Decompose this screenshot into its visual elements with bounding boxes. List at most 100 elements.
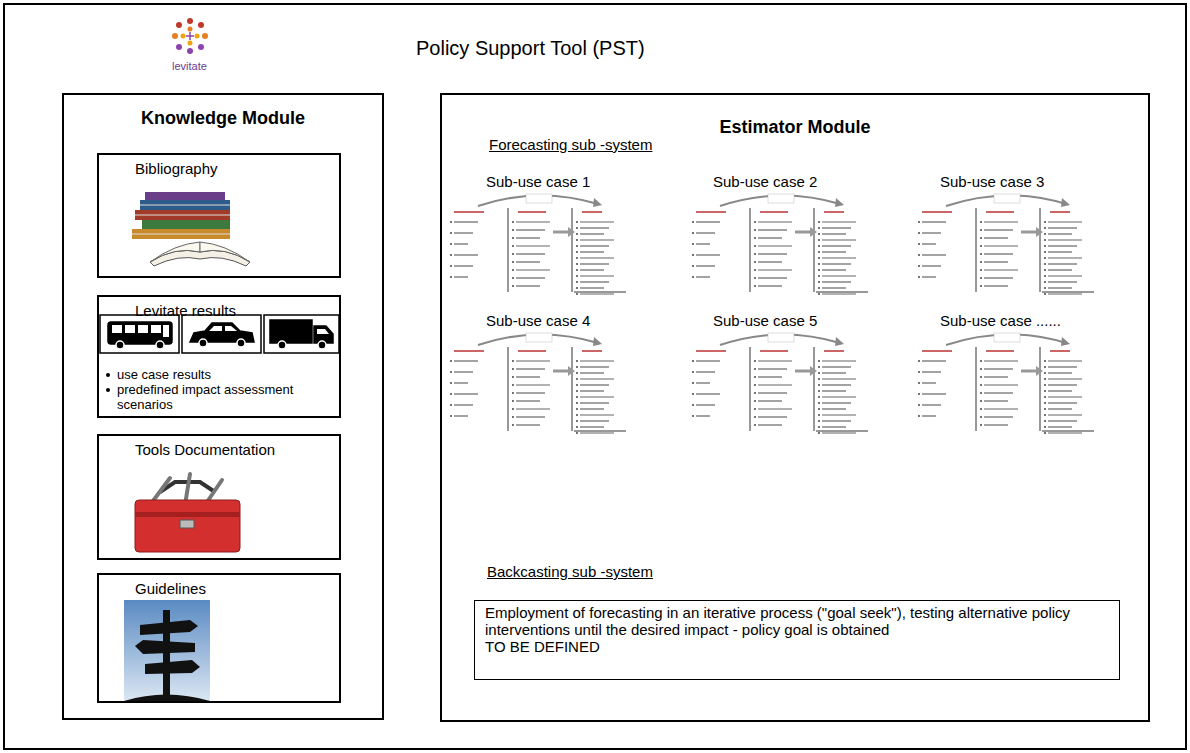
mini-line (822, 263, 851, 264)
mini-bullet (980, 416, 982, 418)
mini-line (822, 414, 856, 415)
mini-heading-stroke (1050, 350, 1070, 352)
mini-bullet (576, 414, 578, 416)
sub-use-case-title: Sub-use case 2 (713, 173, 817, 190)
mini-heading-stroke (760, 350, 788, 352)
mini-line (1048, 275, 1082, 276)
mini-divider (574, 431, 626, 432)
mini-line (580, 378, 614, 379)
mini-bullet (918, 393, 920, 395)
mini-bullet (576, 384, 578, 386)
mini-line (984, 269, 1018, 270)
mini-heading-stroke (454, 211, 484, 213)
mini-bullet (754, 400, 756, 402)
mini-bullet (918, 415, 920, 417)
mini-line (822, 281, 851, 282)
mini-bullet (512, 285, 514, 287)
mini-heading-stroke (922, 350, 952, 352)
content-box: Bibliography (97, 153, 341, 278)
mini-line (516, 221, 550, 222)
mini-divider (816, 292, 868, 293)
mini-bullet (818, 378, 820, 380)
mini-line (580, 245, 609, 246)
mini-line (696, 265, 715, 266)
mini-bullet (980, 376, 982, 378)
mini-arrow (1021, 370, 1038, 373)
mini-bullet (1044, 227, 1046, 229)
mini-bullet (1044, 378, 1046, 380)
mini-bullet (818, 396, 820, 398)
mini-line (696, 382, 710, 383)
bullet-dot (106, 388, 110, 392)
mini-bullet (754, 408, 756, 410)
mini-line (516, 376, 540, 377)
mini-bullet (512, 400, 514, 402)
mini-line (758, 261, 782, 262)
mini-heading-stroke (582, 350, 602, 352)
mini-bullet (754, 376, 756, 378)
mini-line (454, 382, 468, 383)
mini-line (580, 227, 609, 228)
mini-divider (574, 292, 626, 293)
mini-line (454, 415, 468, 416)
mini-tag (994, 194, 1020, 203)
sub-use-case-title: Sub-use case 4 (486, 312, 590, 329)
mini-bullet (980, 285, 982, 287)
mini-bullet (450, 382, 452, 384)
mini-line (822, 426, 846, 427)
mini-bullet (1044, 257, 1046, 259)
mini-bullet (818, 402, 820, 404)
mini-line (758, 392, 787, 393)
mini-line (822, 221, 856, 222)
mini-bullet (692, 276, 694, 278)
note-text: Employment of forecasting in an iterativ… (475, 601, 1119, 638)
mini-bullet (576, 426, 578, 428)
mini-line (922, 415, 936, 416)
mini-bullet (1044, 269, 1046, 271)
mini-line (580, 239, 614, 240)
mini-bullet (980, 392, 982, 394)
mini-line (922, 254, 946, 255)
mini-bullet (450, 360, 452, 362)
mini-line (822, 227, 851, 228)
mini-line (922, 382, 936, 383)
mini-bullet (980, 229, 982, 231)
subsystem-heading: Backcasting sub -system (487, 563, 653, 580)
mini-line (758, 253, 787, 254)
mini-line (454, 265, 473, 266)
mini-heading-stroke (1050, 211, 1070, 213)
mini-tag (994, 333, 1020, 342)
mini-arrowhead (835, 337, 844, 346)
mini-bullet (692, 393, 694, 395)
mini-line (580, 221, 614, 222)
mini-line (758, 400, 782, 401)
mini-bullet (818, 245, 820, 247)
title: Policy Support Tool (PST) (416, 37, 645, 60)
mini-bullet (576, 233, 578, 235)
mini-bullet (1044, 281, 1046, 283)
mini-bullet (576, 372, 578, 374)
mini-bullet (512, 237, 514, 239)
mini-bullet (576, 378, 578, 380)
mini-heading-stroke (518, 350, 546, 352)
mini-arrowhead (593, 198, 602, 207)
mini-line (580, 275, 614, 276)
mini-bullet (754, 360, 756, 362)
mini-line (516, 269, 550, 270)
mini-line (984, 285, 1008, 286)
mini-line (984, 392, 1013, 393)
mini-bullet (754, 277, 756, 279)
mini-line (516, 237, 540, 238)
mini-line (758, 229, 787, 230)
panel-heading: Knowledge Module (64, 95, 382, 129)
mini-heading-stroke (696, 350, 726, 352)
mini-heading-stroke (582, 211, 602, 213)
mini-bullet (754, 253, 756, 255)
mini-line (1048, 263, 1077, 264)
logo-text: levitate (172, 60, 207, 72)
mini-heading-stroke (696, 211, 726, 213)
mini-line (758, 285, 782, 286)
mini-line (580, 251, 604, 252)
bullet-text: use case results (107, 367, 312, 382)
mini-line (822, 378, 856, 379)
